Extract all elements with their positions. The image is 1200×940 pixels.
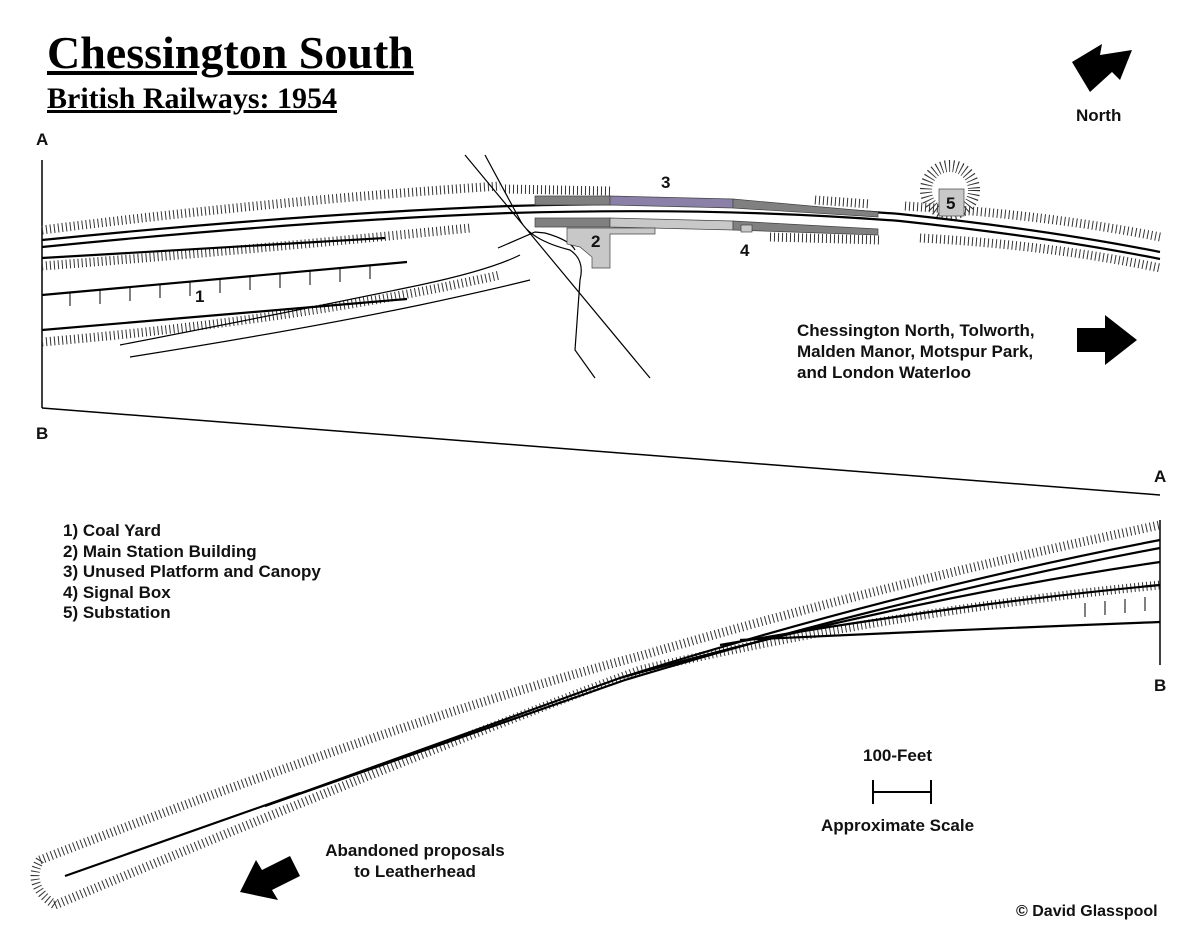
signal-box	[740, 224, 753, 233]
feature-3: 3	[661, 173, 670, 192]
key-item: 1) Coal Yard	[63, 521, 161, 540]
embankment	[41, 223, 471, 271]
coal-yard-siding	[41, 297, 408, 332]
key-item: 4) Signal Box	[63, 582, 171, 602]
platform-unused	[534, 195, 611, 206]
main-station-building	[566, 227, 656, 269]
marker-a-bottom: A	[1154, 467, 1167, 486]
abandoned-line: Abandoned proposals	[325, 841, 505, 860]
abandoned-line: to Leatherhead	[354, 862, 476, 881]
map-title: Chessington South	[47, 27, 414, 78]
arrow-right-icon	[1077, 315, 1137, 365]
map-key: 1) Coal Yard 2) Main Station Building 3)…	[63, 521, 321, 624]
key-item: 2) Main Station Building	[63, 541, 257, 561]
canopy-unused	[609, 195, 734, 209]
marker-a-top: A	[36, 130, 49, 149]
feature-5: 5	[946, 194, 955, 213]
feature-2: 2	[591, 232, 600, 251]
arrow-down-left-icon	[240, 856, 300, 900]
feature-1: 1	[195, 287, 204, 306]
coal-yard-siding	[41, 260, 408, 297]
map-subtitle: British Railways: 1954	[47, 82, 338, 115]
scale-bar	[872, 780, 932, 804]
substation	[938, 188, 965, 217]
siding	[41, 236, 386, 260]
substation-mound	[920, 160, 980, 220]
copyright: © David Glasspool	[1016, 903, 1158, 920]
scale-length-label: 100-Feet	[863, 746, 932, 765]
platform	[534, 217, 611, 228]
marker-b-bottom: B	[1154, 676, 1167, 695]
embankment	[41, 181, 501, 235]
north-arrow-icon	[1072, 44, 1132, 92]
abandoned-label: Abandoned proposals to Leatherhead	[300, 840, 530, 882]
section-connector	[41, 407, 1161, 496]
destination-label: Chessington North, Tolworth, Malden Mano…	[797, 320, 1035, 383]
destination-line: and London Waterloo	[797, 363, 972, 382]
feature-4: 4	[740, 241, 750, 260]
marker-b-top: B	[36, 424, 49, 443]
key-item: 5) Substation	[63, 603, 171, 622]
embankment	[38, 520, 1161, 865]
embankment	[41, 270, 501, 347]
destination-line: Chessington North, Tolworth,	[797, 321, 1035, 340]
road	[464, 154, 651, 379]
north-label: North	[1076, 106, 1122, 125]
destination-line: Malden Manor, Motspur Park,	[797, 342, 1034, 361]
scale-caption: Approximate Scale	[821, 816, 975, 835]
key-item: 3) Unused Platform and Canopy	[63, 562, 321, 581]
embankment	[53, 580, 1161, 910]
